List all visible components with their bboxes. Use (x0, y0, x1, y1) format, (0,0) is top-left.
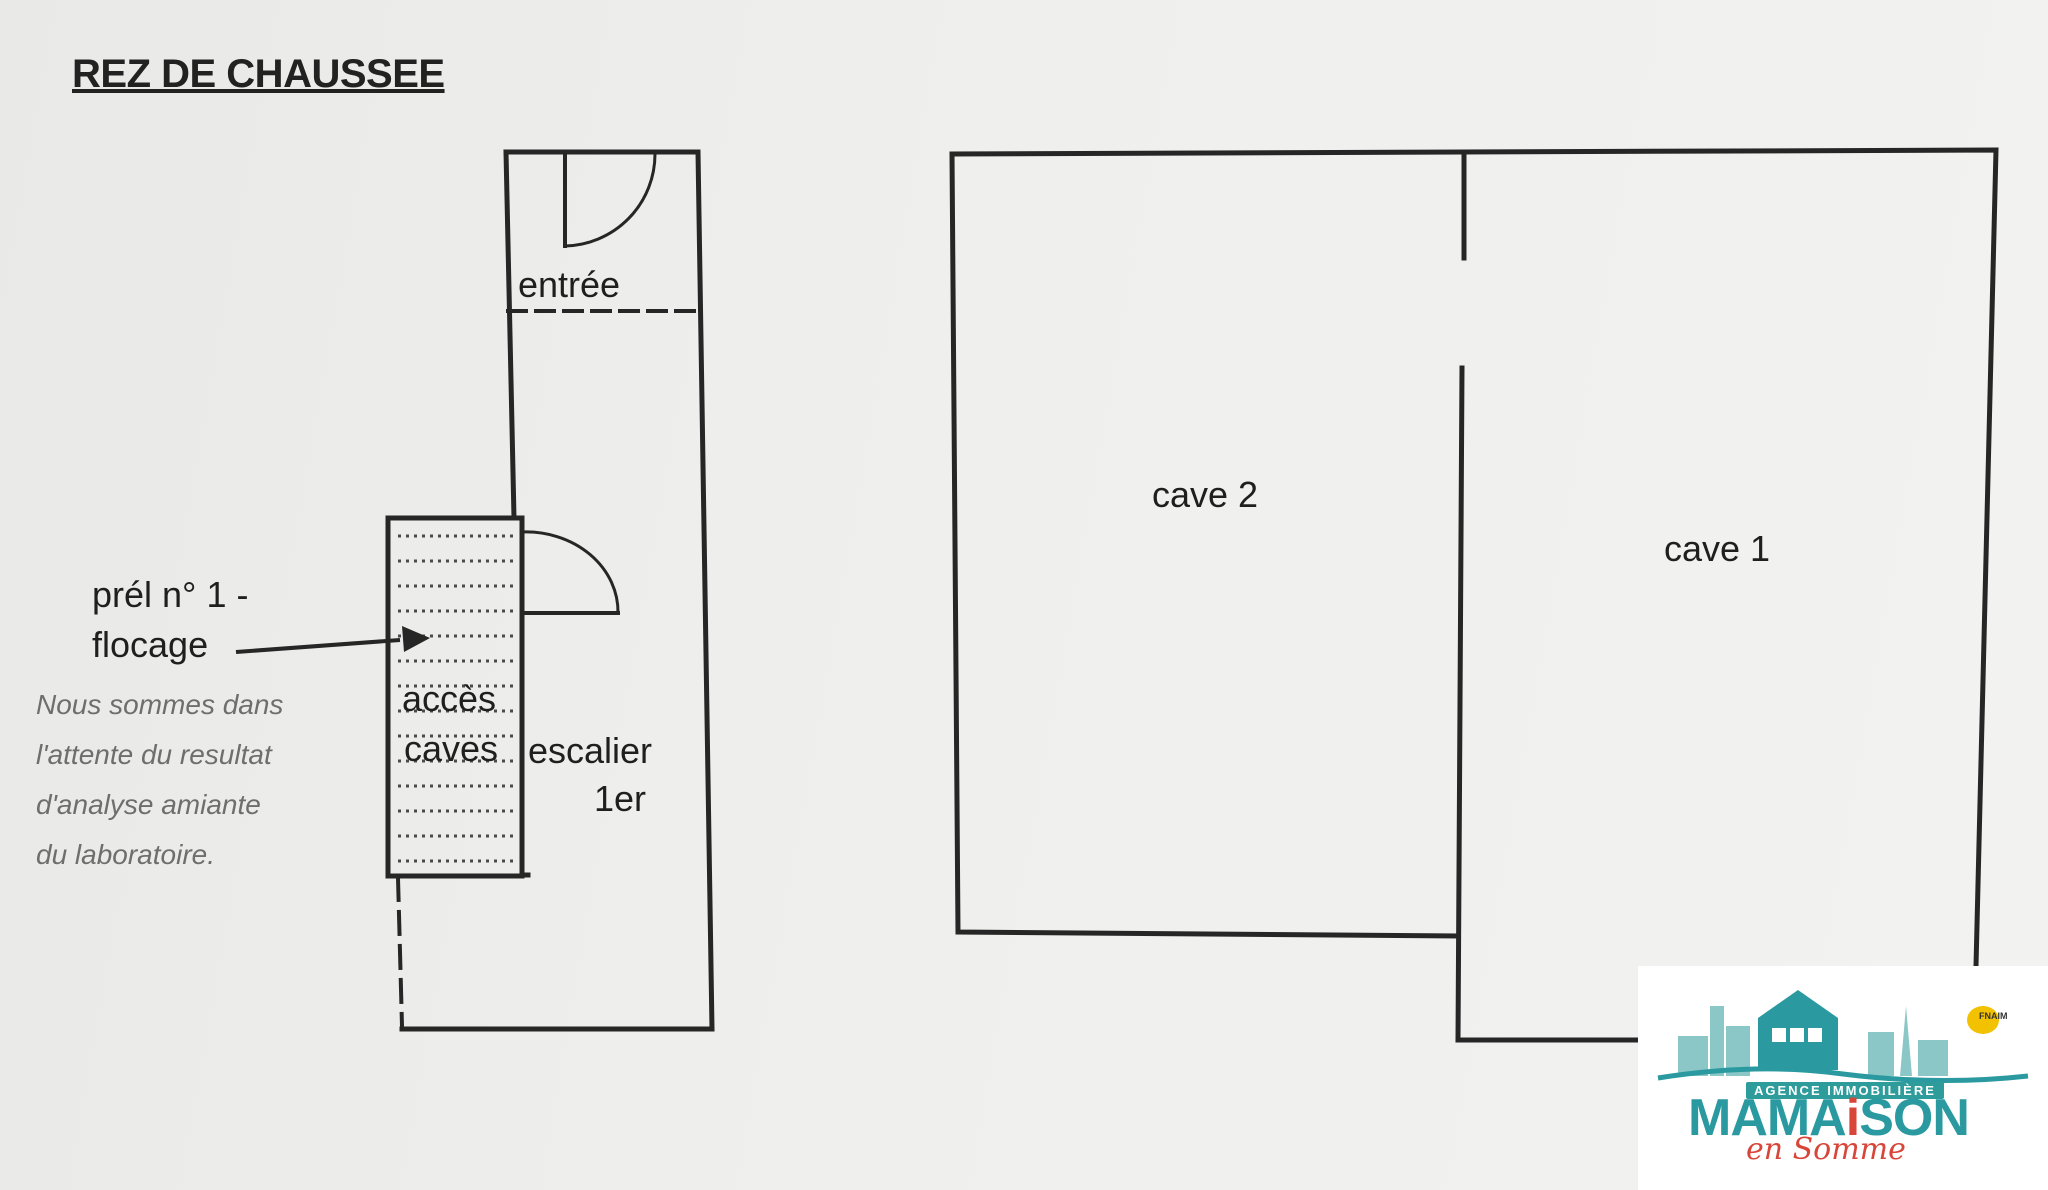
agency-name-accent: i (1845, 1089, 1860, 1147)
cave-door-arc (520, 530, 620, 615)
agency-subtitle: en Somme (1746, 1132, 1906, 1167)
room-label-cave2: cave 2 (1152, 474, 1259, 515)
room-label-1er: 1er (594, 778, 647, 819)
cave2-walls (949, 149, 1465, 939)
corridor-wall-outline (399, 149, 715, 1032)
agency-name-part2: SON (1859, 1089, 1970, 1147)
stair-treads (398, 534, 516, 863)
note-line: d'analyse amiante (36, 789, 261, 820)
fnaim-badge-icon (1967, 1006, 1999, 1034)
sample-label-line1: prél n° 1 - (92, 574, 249, 615)
sample-label-line2: flocage (92, 624, 209, 665)
cave-partition-lower (1455, 365, 1465, 1043)
note-line: Nous sommes dans (36, 689, 284, 720)
note-line: l'attente du resultat (36, 739, 272, 770)
note-line: du laboratoire. (36, 839, 216, 870)
agency-name-part1: MAMA (1688, 1089, 1847, 1147)
room-label-caves: caves (404, 728, 499, 769)
agency-tagline: AGENCE IMMOBILIÈRE (1746, 1082, 1944, 1099)
plan-title: REZ DE CHAUSSEE (72, 52, 445, 96)
cave1-walls (1459, 147, 1999, 969)
skyline-icon (1657, 990, 2029, 1084)
room-label-acces: accès (402, 678, 497, 719)
sample-arrow (235, 626, 430, 654)
corridor-dashed-wall (395, 875, 405, 1029)
fnaim-badge-label: FNAIM (1979, 1011, 2008, 1021)
corridor-left-wall (503, 149, 517, 521)
acces-caves-stair-block (385, 515, 525, 879)
entree-door-arc (563, 152, 657, 248)
room-label-entree: entrée (518, 264, 621, 305)
agency-name: MAMAiSON (1688, 1088, 1970, 1148)
room-label-escalier: escalier (528, 730, 653, 771)
asbestos-note: Nous sommes dans l'attente du resultat d… (36, 680, 336, 880)
agency-logo: AGENCE IMMOBILIÈRE MAMAiSON en Somme FNA… (1638, 966, 2048, 1190)
room-label-cave1: cave 1 (1664, 528, 1771, 569)
